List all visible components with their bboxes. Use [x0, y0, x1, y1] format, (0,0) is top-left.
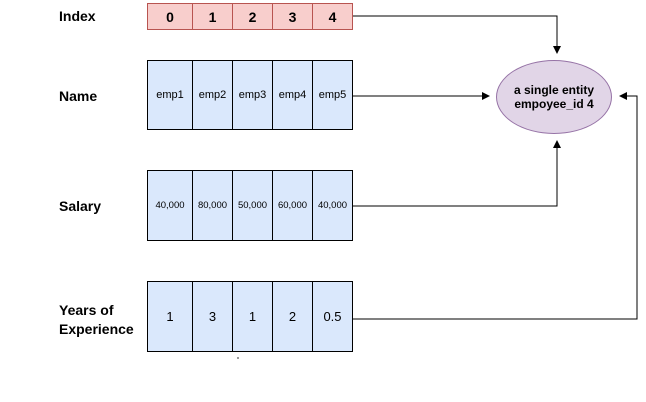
- index-cell-1: 1: [192, 3, 233, 30]
- entity-label-line1: a single entity: [513, 83, 595, 97]
- index-cell-3: 3: [272, 3, 313, 30]
- name-cell-3: emp4: [272, 60, 313, 130]
- row-label-years-line1: Years of: [59, 302, 114, 318]
- entity-label-line2: empoyee_id 4: [514, 97, 594, 111]
- row-label-name: Name: [59, 88, 98, 104]
- salary-cell-2: 50,000: [232, 170, 273, 241]
- salary-cell-1: 80,000: [192, 170, 233, 241]
- entity-ellipse: a single entity empoyee_id 4: [496, 60, 612, 134]
- row-label-salary: Salary: [59, 198, 102, 214]
- name-cell-2: emp3: [232, 60, 273, 130]
- years-cell-1: 3: [192, 281, 233, 352]
- index-cell-4: 4: [312, 3, 353, 30]
- connector-salary-to-entity: [353, 140, 561, 207]
- salary-cell-3: 60,000: [272, 170, 313, 241]
- name-cell-0: emp1: [147, 60, 193, 130]
- years-cell-0: 1: [147, 281, 193, 352]
- salary-cell-4: 40,000: [312, 170, 353, 241]
- connector-years-to-entity: [353, 92, 638, 320]
- years-cell-4: 0.5: [312, 281, 353, 352]
- row-label-index: Index: [59, 8, 96, 24]
- years-cell-2: 1: [232, 281, 273, 352]
- stray-dot: [237, 357, 239, 359]
- index-cell-0: 0: [147, 3, 193, 30]
- index-cell-2: 2: [232, 3, 273, 30]
- row-label-years-line2: Experience: [59, 321, 134, 337]
- years-cell-3: 2: [272, 281, 313, 352]
- salary-cell-0: 40,000: [147, 170, 193, 241]
- connector-index-to-entity: [353, 15, 561, 54]
- name-cell-1: emp2: [192, 60, 233, 130]
- name-cell-4: emp5: [312, 60, 353, 130]
